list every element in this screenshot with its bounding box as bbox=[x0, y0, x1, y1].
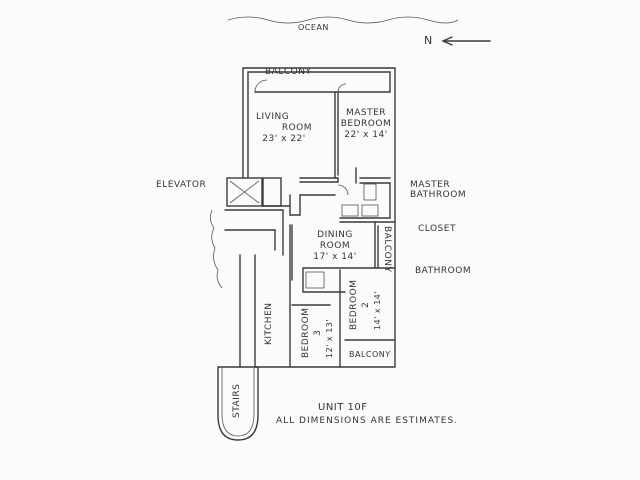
balcony-side-label: BALCONY bbox=[382, 226, 392, 273]
living-room-name-2: ROOM bbox=[281, 123, 312, 133]
bedroom-2-label: BEDROOM 2 14' x 14' bbox=[348, 280, 384, 330]
master-bathroom-label-2: BATHROOM bbox=[410, 190, 467, 200]
bedroom-3-number: 3 bbox=[313, 329, 323, 336]
master-bathroom-label-1: MASTER bbox=[410, 180, 451, 190]
ocean-label: OCEAN bbox=[298, 23, 329, 32]
master-bathroom-label: MASTER BATHROOM bbox=[410, 180, 466, 200]
dining-room-name-2: ROOM bbox=[319, 241, 351, 251]
dining-room-name-1: DINING bbox=[317, 230, 353, 240]
balcony-bottom-label: BALCONY bbox=[349, 350, 391, 359]
balcony-top-label: BALCONY bbox=[265, 67, 312, 77]
bedroom-3-size: 12' x 13' bbox=[325, 318, 334, 358]
bedroom-2-size: 14' x 14' bbox=[373, 290, 382, 330]
master-bedroom-label: MASTER BEDROOM 22' x 14' bbox=[338, 108, 394, 141]
bedroom-3-name: BEDROOM bbox=[301, 307, 311, 358]
unit-label: UNIT 10F bbox=[318, 402, 368, 413]
unit-walls bbox=[210, 67, 396, 441]
master-bedroom-size: 22' x 14' bbox=[344, 130, 388, 140]
master-bedroom-name-1: MASTER bbox=[345, 108, 387, 118]
living-room-name-1: LIVING bbox=[256, 112, 290, 122]
elevator-label: ELEVATOR bbox=[156, 180, 207, 190]
bathroom-label: BATHROOM bbox=[415, 266, 472, 276]
north-arrow-icon bbox=[441, 36, 491, 46]
living-room-size: 23' x 22' bbox=[262, 134, 306, 144]
stairs-label: STAIRS bbox=[232, 383, 242, 418]
bedroom-2-number: 2 bbox=[361, 301, 371, 308]
kitchen-label: KITCHEN bbox=[264, 302, 274, 346]
dining-room-label: DINING ROOM 17' x 14' bbox=[305, 230, 365, 263]
bedroom-3-label: BEDROOM 3 12' x 13' bbox=[300, 308, 336, 358]
ocean-wave bbox=[227, 16, 459, 24]
north-label: N bbox=[424, 34, 433, 47]
bedroom-2-name: BEDROOM bbox=[349, 279, 359, 330]
estimates-note: ALL DIMENSIONS ARE ESTIMATES. bbox=[276, 416, 459, 426]
closet-label: CLOSET bbox=[418, 224, 456, 234]
living-room-label: LIVING ROOM 23' x 22' bbox=[256, 112, 312, 145]
dining-room-size: 17' x 14' bbox=[313, 252, 357, 262]
master-bedroom-name-2: BEDROOM bbox=[340, 119, 392, 129]
